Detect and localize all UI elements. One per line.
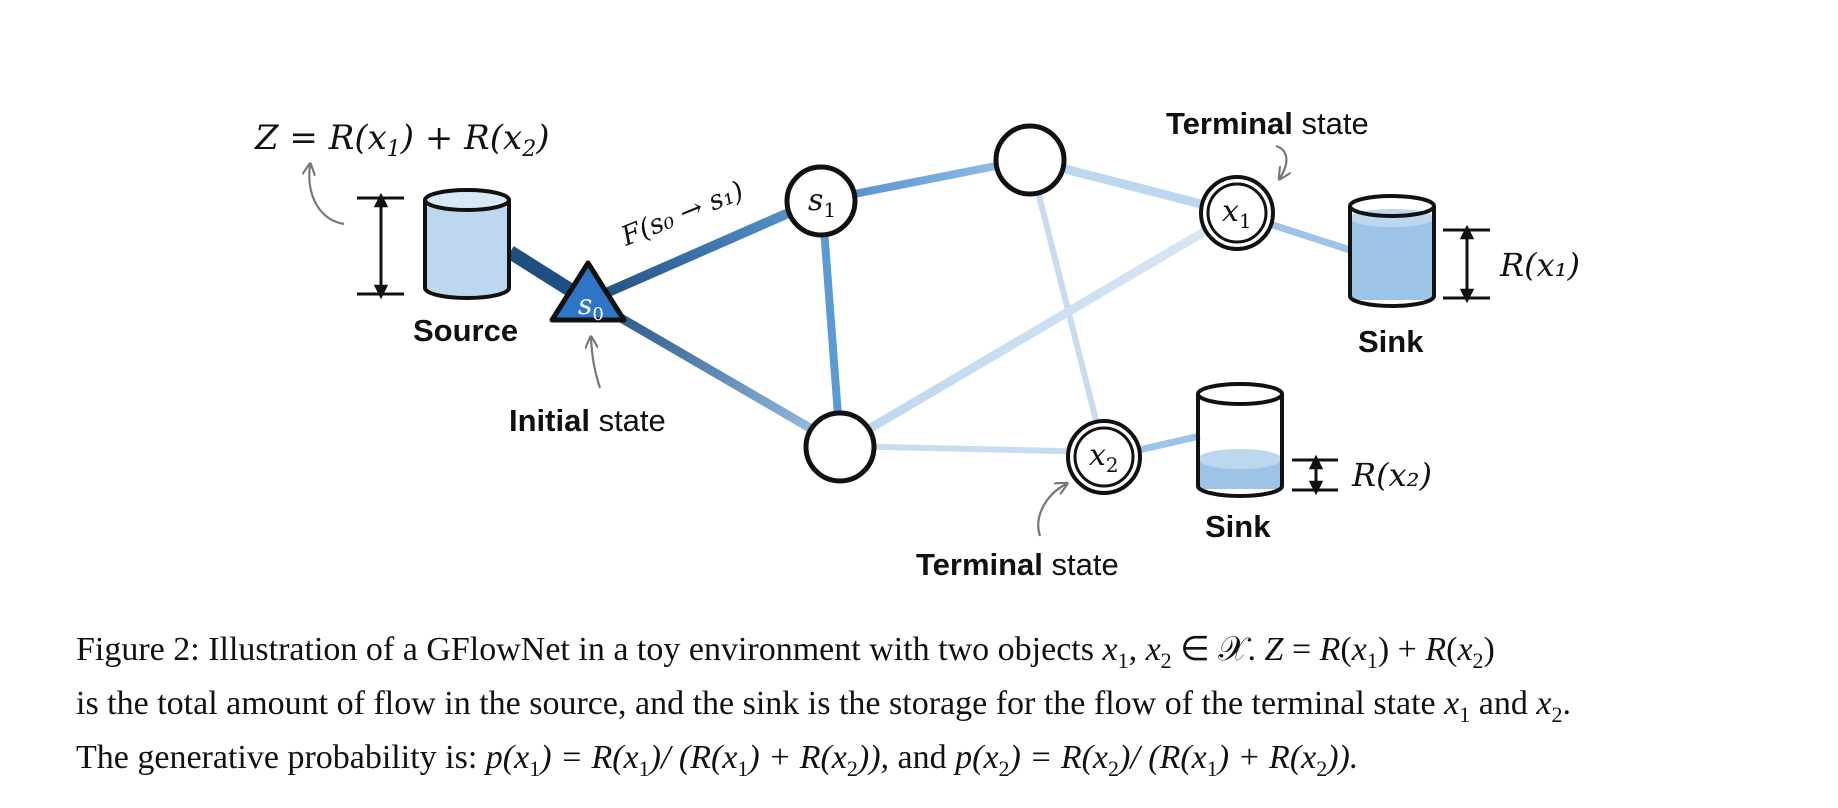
node-bottom xyxy=(803,410,877,484)
edge-top-x2 xyxy=(1027,159,1107,453)
terminal-x1-arrow xyxy=(1275,144,1286,178)
caption-line-1: Figure 2: Illustration of a GFlowNet in … xyxy=(76,631,1495,673)
sink-label-2: Sink xyxy=(1205,509,1271,544)
figure-caption: Figure 2: Illustration of a GFlowNet in … xyxy=(76,628,1776,789)
node-s1: s1 xyxy=(784,164,858,238)
edge-s0-s1 xyxy=(587,195,821,305)
reward-x2: R(x₂) xyxy=(1351,456,1432,494)
sink-x1-cylinder xyxy=(1348,194,1436,308)
terminal-x2-arrow xyxy=(1037,484,1066,537)
source-label: Source xyxy=(413,313,518,348)
reward-x1: R(x₁) xyxy=(1499,246,1580,284)
initial-state-label: Initial state xyxy=(509,403,666,438)
sink-x2-cylinder xyxy=(1196,382,1284,498)
terminal-state-label-2: Terminal state xyxy=(916,547,1119,582)
node-x1: x1 xyxy=(1199,175,1275,251)
source-measure xyxy=(357,192,404,300)
sink-x2-measure xyxy=(1292,454,1338,496)
z-arrow xyxy=(309,165,345,226)
initial-arrow xyxy=(591,338,602,389)
edge-bottom-x2 xyxy=(839,443,1105,455)
caption-line-3: The generative probability is: p(x1) = R… xyxy=(76,738,1359,781)
caption-line-2: is the total amount of flow in the sourc… xyxy=(76,684,1571,727)
edge-bottom-x1 xyxy=(837,209,1239,450)
sink-label-1: Sink xyxy=(1358,324,1424,359)
edge-s1-top xyxy=(823,156,1027,204)
sink-x1-measure xyxy=(1443,224,1490,304)
node-s0: s0 xyxy=(549,260,627,325)
terminal-state-label-1: Terminal state xyxy=(1166,106,1369,141)
edge-s1-bottom xyxy=(818,201,844,443)
node-x2: x2 xyxy=(1066,419,1142,495)
node-top xyxy=(993,123,1067,197)
edge-s0-bottom xyxy=(587,296,837,446)
z-formula: Z = R(x1) + R(x2) xyxy=(254,118,549,162)
source-cylinder xyxy=(423,188,511,300)
gflownet-diagram: Z = R(x1) + R(x2) Source s0 Initial stat… xyxy=(254,106,1580,582)
